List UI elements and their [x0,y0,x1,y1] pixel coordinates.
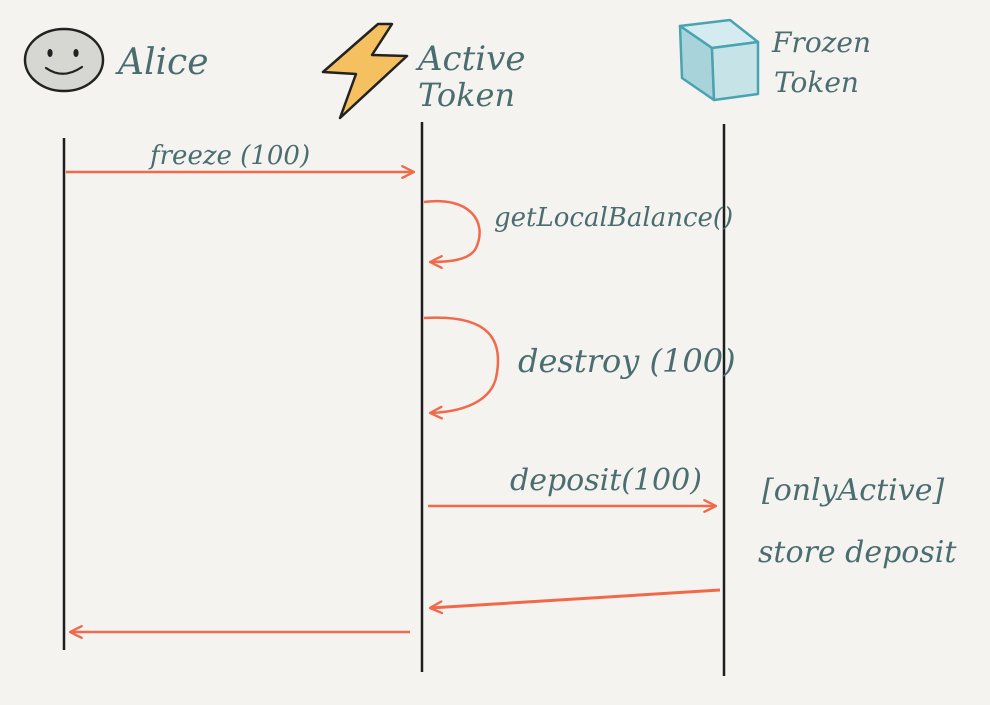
frozen-token-label-line1: Frozen [771,26,871,59]
active-token-header: Active Token [321,22,525,120]
get-local-balance-label: getLocalBalance() [494,203,733,233]
alice-label: Alice [115,42,209,83]
destroy-label: destroy (100) [518,342,736,380]
lightning-bolt-icon [321,22,409,120]
cube-icon [678,18,760,102]
freeze-message-label: freeze (100) [148,141,310,171]
destroy-arrow [423,316,500,420]
frozen-token-header: Frozen Token [678,18,871,102]
deposit-message-label: deposit(100) [510,463,702,498]
smiley-face-icon [23,27,105,93]
store-deposit-note: store deposit [758,535,957,570]
active-token-label-line1: Active [415,39,525,79]
active-token-label-line2: Token [418,76,515,114]
only-active-guard: [onlyActive] [762,473,944,508]
alice-header: Alice [23,27,209,93]
frozen-token-label-line2: Token [774,66,859,99]
return-to-active-arrow [428,588,721,615]
get-local-balance-arrow [423,199,481,269]
